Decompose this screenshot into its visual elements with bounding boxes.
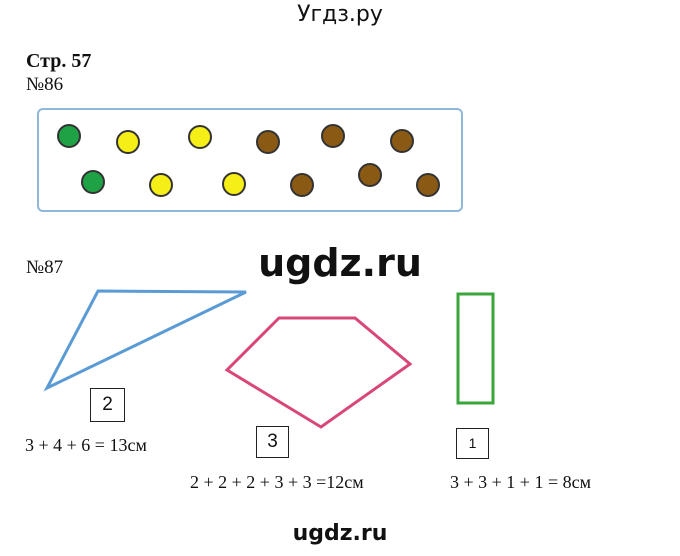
rectangle-shape: [456, 292, 495, 405]
counter-dot: [81, 170, 105, 194]
counter-dot: [290, 173, 314, 197]
task-87-label: №87: [26, 257, 64, 278]
counter-dot: [57, 124, 81, 148]
counter-dot: [358, 163, 382, 187]
pentagon-equation: 2 + 2 + 2 + 3 + 3 =12см: [190, 472, 364, 492]
counter-dot: [222, 172, 246, 196]
task-86-label: №86: [26, 74, 64, 95]
page-label: Стр. 57: [26, 50, 92, 72]
pentagon-shape: [224, 316, 413, 429]
counter-dot: [390, 129, 414, 153]
counters-box: [37, 108, 463, 212]
site-title: Угдз.ру: [297, 2, 383, 27]
triangle-equation: 3 + 4 + 6 = 13см: [25, 435, 147, 455]
counter-dot: [149, 173, 173, 197]
counter-dot: [416, 173, 440, 197]
watermark: ugdz.ru: [258, 241, 422, 285]
pentagon-number-box: 3: [256, 426, 289, 458]
rectangle-number-box: 1: [456, 428, 489, 459]
counter-dot: [116, 130, 140, 154]
shapes-drawing: [43, 289, 495, 429]
triangle-shape: [43, 289, 247, 392]
counter-dot: [256, 130, 280, 154]
footer-watermark: ugdz.ru: [292, 521, 388, 546]
triangle-number-box: 2: [90, 388, 125, 422]
rectangle-equation: 3 + 3 + 1 + 1 = 8см: [450, 472, 591, 492]
counter-dot: [188, 125, 212, 149]
counter-dot: [321, 124, 345, 148]
